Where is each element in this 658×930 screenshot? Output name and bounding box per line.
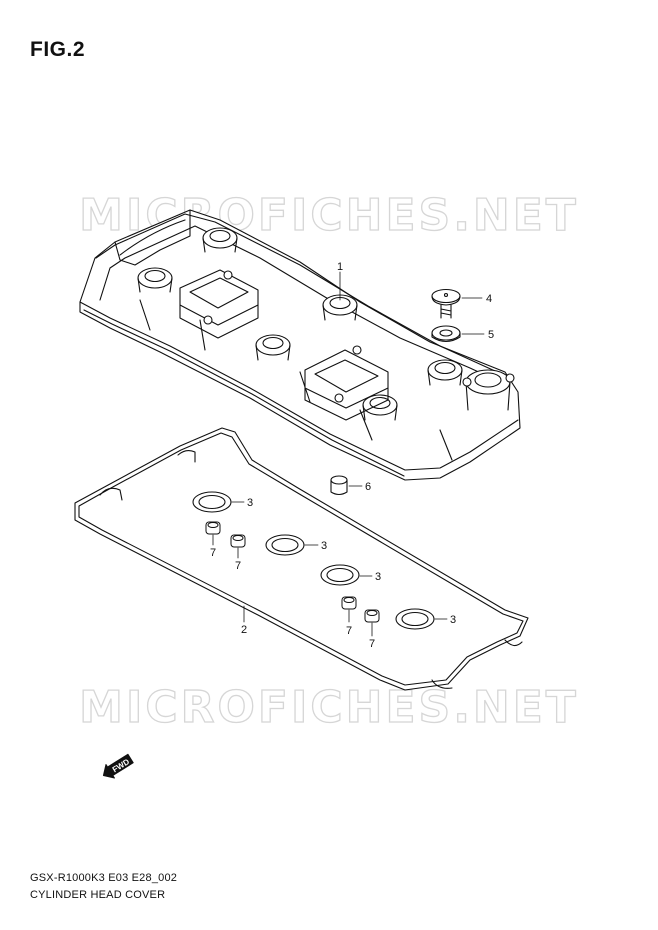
plug-hole-2	[137, 267, 173, 293]
callout-6: 6	[365, 481, 371, 493]
diagram-caption: CYLINDER HEAD COVER	[30, 889, 166, 901]
model-code: GSX-R1000K3 E03 E28_002	[30, 872, 178, 884]
breather-port-2	[304, 349, 389, 421]
seal-ring-3c	[320, 564, 360, 586]
callout-3c: 3	[375, 571, 381, 583]
leader-lines	[212, 271, 485, 637]
callout-7a: 7	[210, 547, 216, 559]
callout-3a: 3	[247, 497, 253, 509]
callout-3d: 3	[450, 614, 456, 626]
callout-1: 1	[337, 261, 343, 273]
seal-7d	[364, 609, 380, 623]
callout-7d: 7	[369, 638, 375, 650]
seal-7b	[230, 534, 246, 548]
plug-hole-1	[202, 227, 238, 253]
seal-ring-3d	[395, 608, 435, 630]
head-cover-gasket	[74, 427, 529, 691]
small-seals	[205, 521, 380, 623]
breather-port-1	[179, 269, 259, 339]
plug-seal-rings	[192, 491, 435, 630]
seal-ring-3b	[265, 534, 305, 556]
cover-washer	[431, 325, 461, 343]
grommet	[330, 475, 348, 496]
callout-3b: 3	[321, 540, 327, 552]
callout-2: 2	[241, 624, 247, 636]
cam-end-housing	[465, 369, 511, 411]
callout-4: 4	[486, 293, 492, 305]
callout-numbers: 1 2 3 3 3 3 4 5 6 7 7 7 7	[210, 261, 494, 650]
callout-7b: 7	[235, 560, 241, 572]
figure-title: FIG.2	[30, 38, 86, 61]
seal-ring-3a	[192, 491, 232, 513]
plug-hole-5	[427, 359, 463, 386]
plug-hole-4	[255, 334, 291, 361]
callout-7c: 7	[346, 625, 352, 637]
seal-7a	[205, 521, 221, 535]
watermark-bottom: MICROFICHES.NET	[79, 681, 579, 733]
callout-5: 5	[488, 329, 494, 341]
forward-direction-arrow: FWD	[102, 753, 134, 779]
cover-bolt	[431, 288, 461, 319]
cylinder-head-cover	[79, 209, 521, 481]
seal-7c	[341, 596, 357, 610]
